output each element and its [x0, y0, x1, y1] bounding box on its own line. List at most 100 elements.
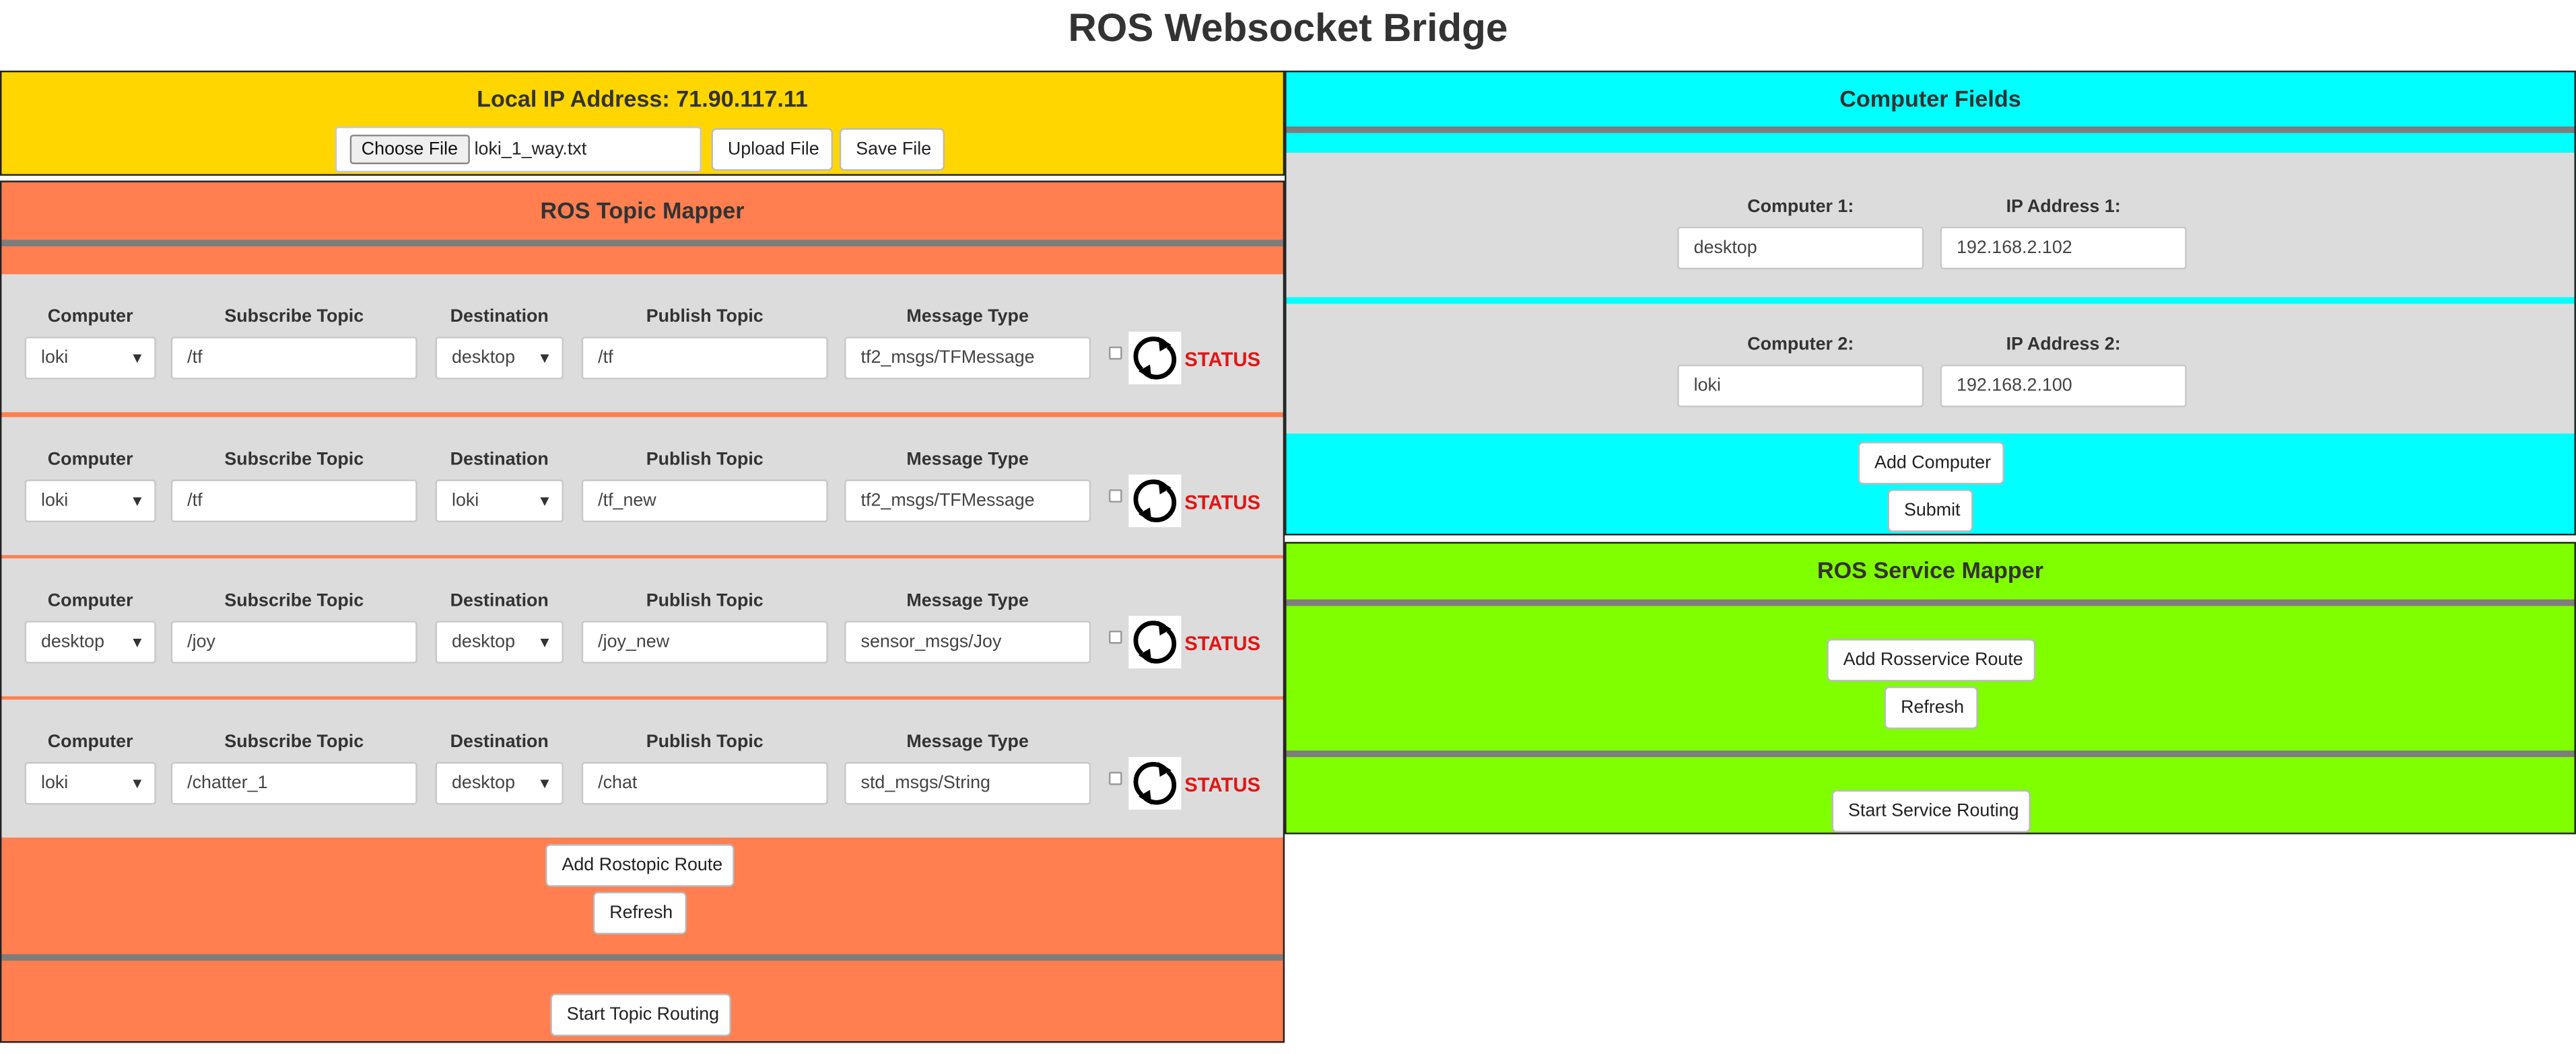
start-topic-routing-button[interactable]: Start Topic Routing	[550, 993, 731, 1037]
chevron-down-icon: ▼	[129, 775, 145, 792]
local-ip-panel: Local IP Address: 71.90.117.11 Choose Fi…	[0, 70, 1285, 176]
destination-select[interactable]: desktop ▼	[435, 762, 564, 805]
computer-name-label: Computer 1:	[1747, 197, 1854, 217]
status-label: STATUS	[1184, 632, 1261, 656]
local-ip-title: Local IP Address: 71.90.117.11	[477, 85, 808, 112]
subscribe-topic-column-label: Subscribe Topic	[224, 307, 364, 327]
computer-select-value: desktop	[41, 632, 105, 652]
refresh-topics-button[interactable]: Refresh	[592, 891, 687, 935]
message-type-column-label: Message Type	[906, 591, 1029, 611]
page-title: ROS Websocket Bridge	[1068, 6, 1508, 51]
publish-topic-column-label: Publish Topic	[646, 450, 764, 470]
chevron-down-icon: ▼	[537, 633, 552, 651]
destination-select-value: loki	[452, 491, 479, 511]
topic-mapper-title: ROS Topic Mapper	[540, 197, 745, 223]
choose-file-button[interactable]: Choose File	[349, 135, 470, 165]
computer-entry: Computer 2: IP Address 2: loki 192.168.2…	[1286, 304, 2575, 434]
computer-name-input[interactable]: loki	[1677, 364, 1924, 408]
computer-select[interactable]: loki ▼	[24, 479, 156, 522]
divider	[1286, 599, 2575, 606]
ip-address-input[interactable]: 192.168.2.102	[1940, 226, 2187, 270]
topic-route-row: Computer Subscribe Topic Destination Pub…	[1, 417, 1283, 555]
service-mapper-panel: ROS Service Mapper Add Rosservice Route …	[1285, 542, 2576, 835]
message-type-input[interactable]: std_msgs/String	[844, 762, 1091, 805]
subscribe-topic-input[interactable]: /tf	[170, 337, 417, 380]
save-file-button[interactable]: Save File	[839, 128, 945, 171]
destination-select-value: desktop	[452, 773, 516, 794]
upload-file-button[interactable]: Upload File	[711, 128, 834, 171]
destination-select-value: desktop	[452, 348, 516, 368]
subscribe-topic-input[interactable]: /chatter_1	[170, 762, 417, 805]
destination-select[interactable]: loki ▼	[435, 479, 564, 522]
publish-topic-column-label: Publish Topic	[646, 307, 764, 327]
selected-file-name: loki_1_way.txt	[474, 139, 587, 160]
destination-column-label: Destination	[450, 307, 549, 327]
publish-topic-column-label: Publish Topic	[646, 732, 764, 752]
publish-topic-input[interactable]: /chat	[581, 762, 828, 805]
computer-name-input[interactable]: desktop	[1677, 226, 1924, 270]
message-type-column-label: Message Type	[906, 307, 1029, 327]
divider	[1286, 750, 2575, 757]
divider	[1, 954, 1283, 961]
computer-select[interactable]: loki ▼	[24, 337, 156, 380]
status-label: STATUS	[1184, 491, 1261, 514]
refresh-services-button[interactable]: Refresh	[1884, 686, 1978, 730]
subscribe-topic-input[interactable]: /joy	[170, 621, 417, 664]
computer-fields-title: Computer Fields	[1839, 85, 2021, 112]
destination-column-label: Destination	[450, 450, 549, 470]
add-computer-button[interactable]: Add Computer	[1858, 442, 2004, 485]
destination-column-label: Destination	[450, 732, 549, 752]
refresh-icon[interactable]	[1128, 475, 1182, 528]
chevron-down-icon: ▼	[537, 775, 552, 792]
topic-route-row: Computer Subscribe Topic Destination Pub…	[1, 558, 1283, 697]
destination-select[interactable]: desktop ▼	[435, 621, 564, 664]
computer-select[interactable]: loki ▼	[24, 762, 156, 805]
route-enable-checkbox[interactable]	[1109, 489, 1122, 503]
computer-select[interactable]: desktop ▼	[24, 621, 156, 664]
ip-address-input[interactable]: 192.168.2.100	[1940, 364, 2187, 408]
start-service-routing-button[interactable]: Start Service Routing	[1831, 789, 2031, 833]
message-type-input[interactable]: sensor_msgs/Joy	[844, 621, 1091, 664]
publish-topic-input[interactable]: /joy_new	[581, 621, 828, 664]
refresh-icon[interactable]	[1128, 331, 1182, 384]
subscribe-topic-input[interactable]: /tf	[170, 479, 417, 522]
computer-entry: Computer 1: IP Address 1: desktop 192.16…	[1286, 152, 2575, 297]
topic-route-row: Computer Subscribe Topic Destination Pub…	[1, 699, 1283, 838]
message-type-input[interactable]: tf2_msgs/TFMessage	[844, 337, 1091, 380]
computer-select-value: loki	[41, 348, 69, 368]
subscribe-topic-column-label: Subscribe Topic	[224, 732, 364, 752]
chevron-down-icon: ▼	[129, 633, 145, 651]
route-enable-checkbox[interactable]	[1109, 346, 1122, 360]
divider	[1, 240, 1283, 246]
refresh-icon[interactable]	[1128, 757, 1182, 810]
message-type-column-label: Message Type	[906, 450, 1029, 470]
chevron-down-icon: ▼	[129, 493, 145, 510]
topic-mapper-panel: ROS Topic Mapper Computer Subscribe Topi…	[0, 180, 1285, 1043]
destination-select[interactable]: desktop ▼	[435, 337, 564, 380]
submit-button[interactable]: Submit	[1887, 489, 1973, 532]
route-enable-checkbox[interactable]	[1109, 771, 1122, 785]
divider	[1286, 126, 2575, 133]
add-rosservice-route-button[interactable]: Add Rosservice Route	[1827, 639, 2036, 682]
subscribe-topic-column-label: Subscribe Topic	[224, 591, 364, 611]
ip-address-label: IP Address 1:	[2006, 197, 2121, 217]
publish-topic-input[interactable]: /tf_new	[581, 479, 828, 522]
publish-topic-column-label: Publish Topic	[646, 591, 764, 611]
message-type-input[interactable]: tf2_msgs/TFMessage	[844, 479, 1091, 522]
ip-address-label: IP Address 2:	[2006, 335, 2121, 355]
chevron-down-icon: ▼	[537, 349, 552, 367]
chevron-down-icon: ▼	[537, 493, 552, 510]
computer-select-value: loki	[41, 773, 69, 794]
topic-route-row: Computer Subscribe Topic Destination Pub…	[1, 274, 1283, 413]
refresh-icon[interactable]	[1128, 616, 1182, 669]
service-mapper-title: ROS Service Mapper	[1817, 557, 2044, 584]
destination-column-label: Destination	[450, 591, 549, 611]
destination-select-value: desktop	[452, 632, 516, 652]
status-label: STATUS	[1184, 348, 1261, 372]
publish-topic-input[interactable]: /tf	[581, 337, 828, 380]
file-picker[interactable]: Choose File loki_1_way.txt	[335, 126, 702, 173]
computer-column-label: Computer	[47, 450, 133, 470]
add-rostopic-route-button[interactable]: Add Rostopic Route	[545, 844, 735, 887]
computer-column-label: Computer	[47, 732, 133, 752]
route-enable-checkbox[interactable]	[1109, 630, 1122, 644]
